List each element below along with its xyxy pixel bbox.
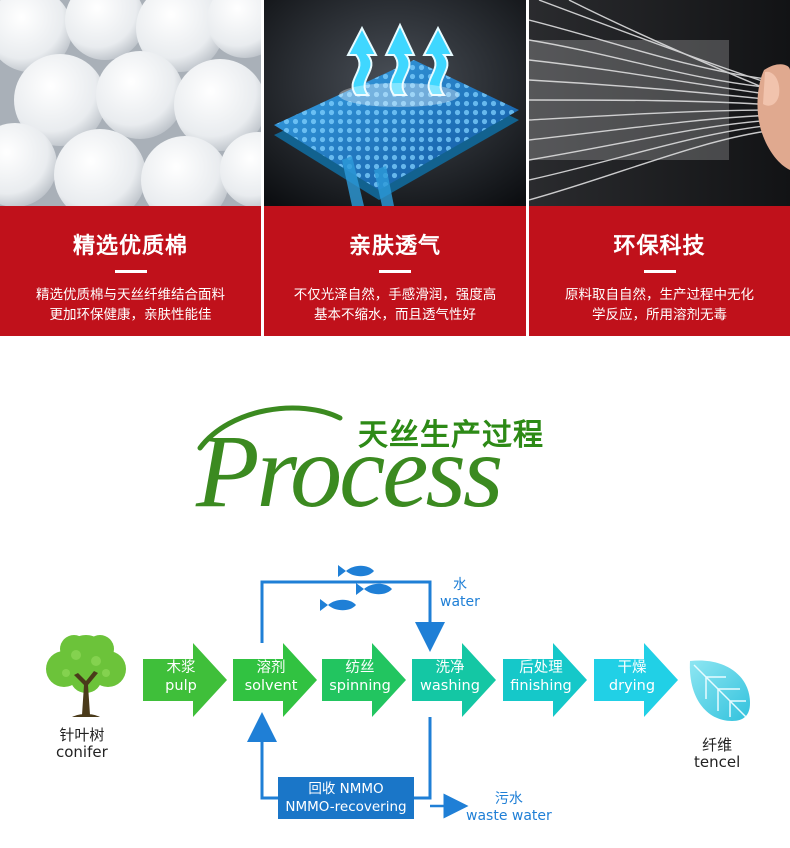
step-arrow-finishing: 后处理 finishing [503,643,587,717]
tree-icon [46,635,126,717]
feature-card-breathable: 亲肤透气 不仅光泽自然，手感滑润，强度高 基本不缩水，而且透气性好 [264,0,526,336]
feature-description: 精选优质棉与天丝纤维结合面料 更加环保健康，亲肤性能佳 [10,285,251,325]
step-arrow-drying: 干燥 drying [594,643,678,717]
step-label-en: drying [608,678,656,694]
feature-card-cotton: 精选优质棉 精选优质棉与天丝纤维结合面料 更加环保健康，亲肤性能佳 [0,0,261,336]
fish-icon [320,565,392,611]
step-label-en: washing [420,678,480,694]
nmmo-recovery-box: 回收 NMMO NMMO-recovering [278,777,414,819]
water-label: 水 water [440,577,480,611]
feature-title: 亲肤透气 [348,234,441,259]
feature-desc-line: 不仅光泽自然，手感滑润，强度高 [293,287,497,303]
step-arrow-spinning: 纺丝 spinning [322,643,406,717]
feature-desc-line: 学反应，所用溶剂无毒 [592,307,727,323]
fiber-stretch-photo [529,0,790,206]
nmmo-recovery-line1: 回收 NMMO [308,781,384,797]
step-label-en: spinning [329,678,391,694]
feature-card-body: 环保科技 原料取自自然，生产过程中无化 学反应，所用溶剂无毒 [529,206,790,336]
feature-desc-line: 更加环保健康，亲肤性能佳 [49,307,212,323]
cotton-balls-photo [0,0,261,206]
nmmo-recovery-line2: NMMO-recovering [285,799,407,815]
title-underline [379,270,411,273]
step-label-cn: 洗净 [435,660,465,676]
step-arrow-pulp: 木浆 pulp [143,643,227,717]
feature-desc-line: 基本不缩水，而且透气性好 [314,307,476,323]
title-underline [114,270,147,273]
waste-water-label: 污水 waste water [466,791,552,825]
title-underline [643,270,676,273]
step-label-cn: 木浆 [166,660,196,676]
feature-cards: 精选优质棉 精选优质棉与天丝纤维结合面料 更加环保健康，亲肤性能佳 [0,0,790,338]
process-title: 天丝生产过程 [358,418,544,453]
water-label-en: water [440,594,480,610]
waste-water-label-cn: 污水 [494,791,523,807]
feature-desc-line: 精选优质棉与天丝纤维结合面料 [36,287,225,303]
conifer-label: 针叶树 conifer [56,727,108,761]
process-script-text: Process [195,414,501,528]
feature-card-eco: 环保科技 原料取自自然，生产过程中无化 学反应，所用溶剂无毒 [529,0,790,336]
step-label-cn: 干燥 [617,660,647,676]
water-label-cn: 水 [452,577,467,593]
process-script-word: Process [195,405,504,528]
step-label-en: finishing [510,678,572,694]
tencel-label-cn: 纤维 [702,736,733,754]
conifer-label-cn: 针叶树 [59,726,105,744]
step-label-cn: 溶剂 [256,660,286,676]
step-label-en: pulp [165,678,197,694]
breathable-fabric-photo [264,0,526,206]
step-arrow-solvent: 溶剂 solvent [233,643,317,717]
step-label-cn: 后处理 [519,660,563,676]
conifer-label-en: conifer [56,743,108,761]
waste-water-label-en: waste water [466,808,552,824]
leaf-icon [689,660,750,721]
tencel-label-en: tencel [694,753,741,771]
feature-title: 精选优质棉 [72,234,188,259]
feature-title: 环保科技 [613,234,706,259]
step-label-en: solvent [244,678,298,694]
feature-description: 原料取自自然，生产过程中无化 学反应，所用溶剂无毒 [539,285,780,325]
feature-desc-line: 原料取自自然，生产过程中无化 [565,287,754,303]
process-flow-diagram: 水 water 针叶树 conifer 木浆 pulp 溶剂 solvent 纺… [0,555,790,848]
step-label-cn: 纺丝 [345,660,375,676]
feature-card-body: 精选优质棉 精选优质棉与天丝纤维结合面料 更加环保健康，亲肤性能佳 [0,206,261,336]
feature-description: 不仅光泽自然，手感滑润，强度高 基本不缩水，而且透气性好 [274,285,516,325]
step-arrow-washing: 洗净 washing [412,643,496,717]
process-heading: Process 天丝生产过程 [190,388,590,528]
tencel-label: 纤维 tencel [694,737,740,771]
feature-card-body: 亲肤透气 不仅光泽自然，手感滑润，强度高 基本不缩水，而且透气性好 [264,206,526,336]
